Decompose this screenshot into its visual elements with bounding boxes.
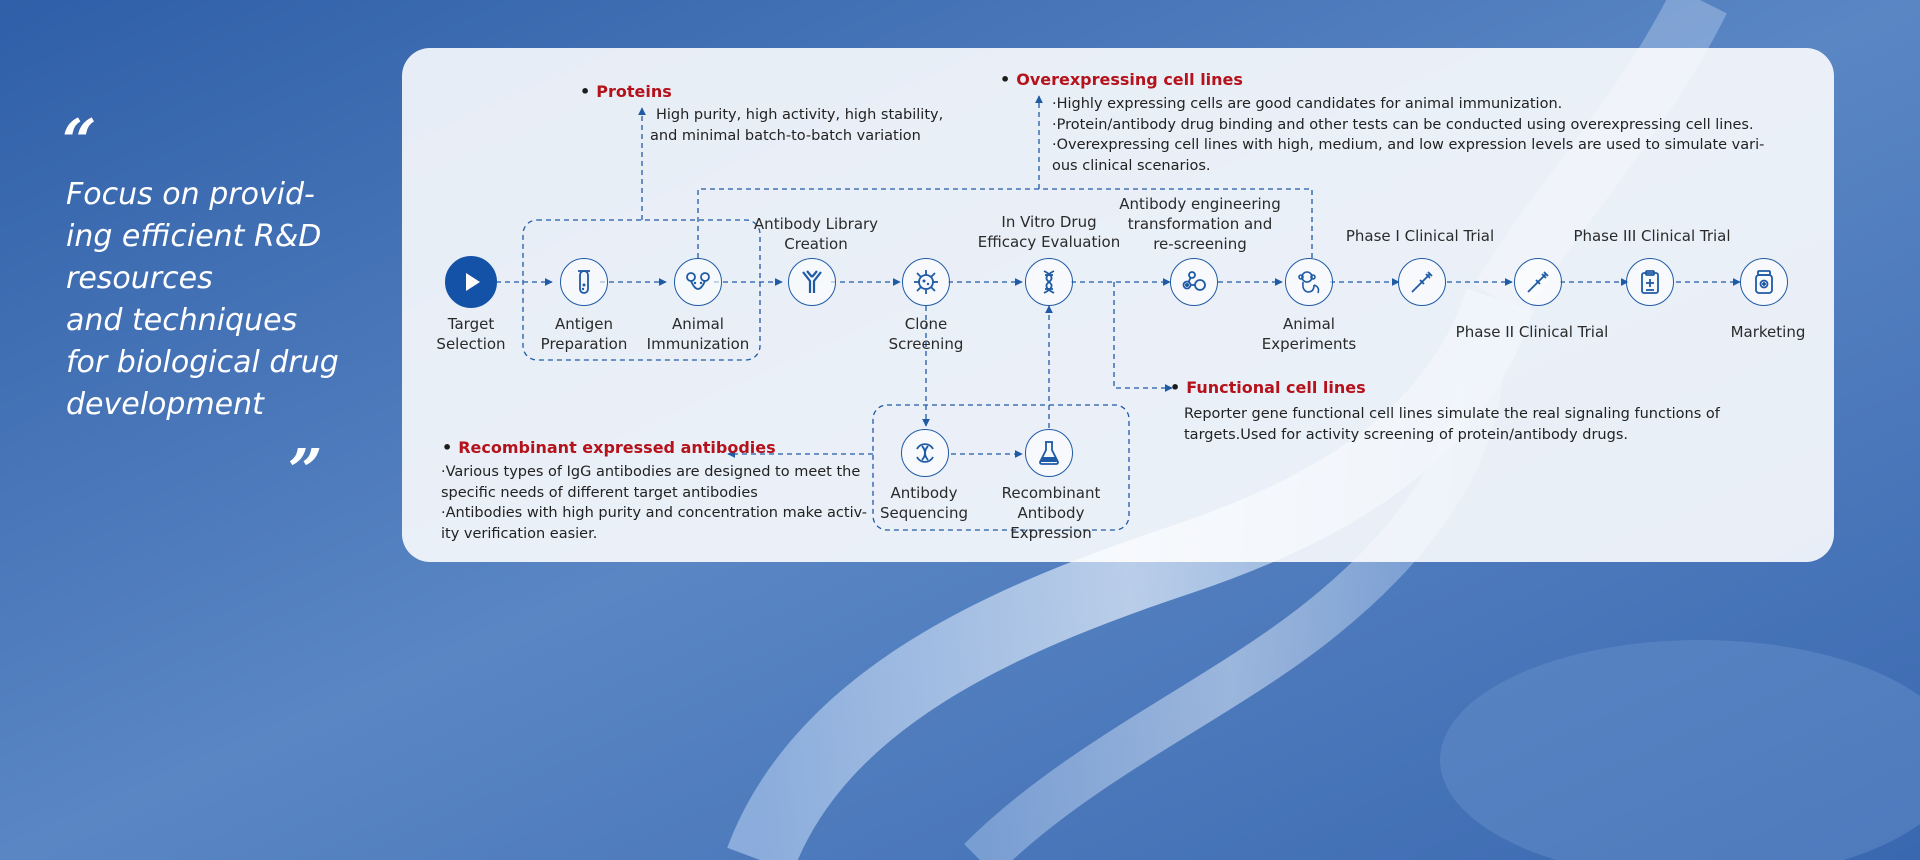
label-phase-2: Phase II Clinical Trial	[1455, 323, 1609, 341]
proteins-line: High purity, high activity, high stabili…	[656, 107, 944, 123]
dna-icon	[1043, 270, 1055, 294]
label-in-vitro-evaluation: In Vitro Drug Efficacy Evaluation	[977, 213, 1121, 251]
recombinant-line: ·Antibodies with high purity and concent…	[441, 505, 868, 521]
close-quote-mark: ”	[288, 437, 323, 507]
callout-overexpressing-desc: ·Highly expressing cells are good candid…	[1052, 94, 1792, 176]
functional-line: Reporter gene functional cell lines simu…	[1184, 406, 1720, 422]
flask-icon	[1039, 441, 1059, 465]
callout-recombinant-desc: ·Various types of IgG antibodies are des…	[441, 462, 881, 544]
recombinant-line: ity verification easier.	[441, 525, 598, 542]
step-antigen-preparation[interactable]	[560, 258, 608, 306]
callout-functional-title: •Functional cell lines	[1170, 378, 1366, 397]
workflow-connectors	[496, 95, 1741, 531]
label-target-selection: Target Selection	[436, 315, 506, 353]
sequencing-group-box	[872, 404, 1130, 531]
play-icon	[466, 273, 480, 291]
workflow-panel	[402, 48, 1834, 562]
label-phase-3: Phase III Clinical Trial	[1573, 227, 1731, 245]
callout-overexpressing-title: •Overexpressing cell lines	[1000, 70, 1243, 89]
label-animal-experiments: Animal Experiments	[1261, 315, 1357, 353]
step-antibody-library[interactable]	[788, 258, 836, 306]
proteins-line: and minimal batch-to-batch variation	[650, 127, 921, 144]
virus-icon	[914, 270, 938, 294]
label-antibody-sequencing: Antibody Sequencing	[880, 484, 968, 522]
monkey-icon	[1298, 271, 1320, 294]
step-in-vitro-evaluation[interactable]	[1025, 258, 1073, 306]
test-tube-icon	[578, 270, 590, 294]
medicine-bottle-icon	[1755, 270, 1773, 294]
functional-line: targets.Used for activity screening of p…	[1184, 426, 1628, 443]
sequencing-icon	[916, 443, 934, 463]
tagline-text: Focus on provid- ing efficient R&D resou…	[66, 177, 339, 422]
callout-recombinant-title: •Recombinant expressed antibodies	[442, 438, 776, 457]
syringe-icon	[1411, 271, 1433, 293]
step-animal-experiments[interactable]	[1285, 258, 1333, 306]
overexpressing-line: ·Highly expressing cells are good candid…	[1052, 96, 1563, 112]
callout-functional-desc: Reporter gene functional cell lines simu…	[1184, 404, 1804, 445]
label-recombinant-expression: Recombinant Antibody Expression	[1001, 484, 1101, 542]
step-antibody-engineering[interactable]	[1170, 258, 1218, 306]
overexpressing-line: ·Overexpressing cell lines with high, me…	[1052, 137, 1765, 153]
label-animal-immunization: Animal Immunization	[646, 315, 750, 353]
overexpressing-line: ·Protein/antibody drug binding and other…	[1052, 116, 1754, 133]
recombinant-line: specific needs of different target antib…	[441, 484, 758, 501]
label-marketing: Marketing	[1730, 323, 1806, 341]
step-phase-2[interactable]	[1514, 258, 1562, 306]
label-clone-screening: Clone Screening	[888, 315, 964, 353]
label-phase-1: Phase I Clinical Trial	[1345, 227, 1495, 245]
label-antibody-library: Antibody Library Creation	[753, 215, 879, 253]
open-quote-mark: “	[62, 107, 97, 177]
step-phase-1[interactable]	[1398, 258, 1446, 306]
step-antibody-sequencing[interactable]	[901, 429, 949, 477]
step-recombinant-expression[interactable]	[1025, 429, 1073, 477]
syringe-icon	[1527, 271, 1549, 293]
callout-proteins-desc: High purity, high activity, high stabili…	[650, 105, 950, 146]
overexpressing-line: ous clinical scenarios.	[1052, 157, 1211, 174]
mouse-icon	[686, 272, 710, 290]
label-antigen-preparation: Antigen Preparation	[540, 315, 628, 353]
step-marketing[interactable]	[1740, 258, 1788, 306]
recombinant-line: ·Various types of IgG antibodies are des…	[441, 464, 861, 480]
step-phase-3[interactable]	[1626, 258, 1674, 306]
step-clone-screening[interactable]	[902, 258, 950, 306]
step-animal-immunization[interactable]	[674, 258, 722, 306]
immunization-group-box	[522, 219, 761, 361]
clipboard-icon	[1641, 270, 1659, 294]
antibody-icon	[802, 270, 822, 293]
step-target-selection[interactable]	[445, 256, 497, 308]
molecule-icon	[1182, 271, 1206, 291]
callout-proteins-title: •Proteins	[580, 82, 672, 101]
label-antibody-engineering: Antibody engineering transformation and …	[1119, 195, 1281, 253]
